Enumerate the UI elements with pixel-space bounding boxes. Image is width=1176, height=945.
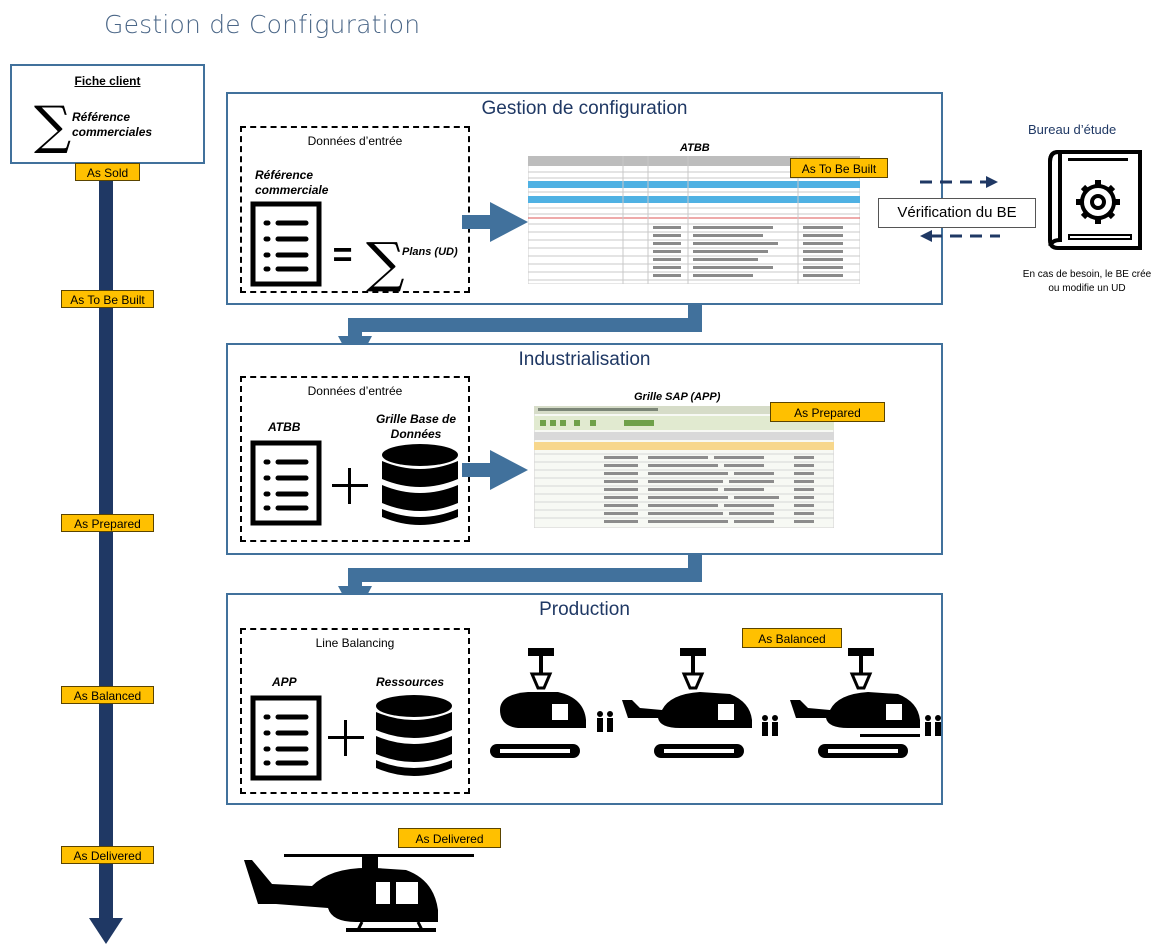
bureau-note: En cas de besoin, le BE crée ou modifie … — [998, 268, 1176, 296]
section-industrialisation-title: Industrialisation — [518, 349, 651, 370]
document-list-icon — [250, 695, 322, 781]
sap-grid-screenshot — [534, 406, 834, 528]
tag-as-delivered: As Delivered — [61, 846, 154, 864]
fiche-ref-line1: Référence — [72, 110, 131, 124]
grille-line1: Grille Base de — [375, 412, 457, 426]
section-production-title: Production — [539, 599, 630, 620]
grille-base-label: Grille Base de Données — [360, 412, 472, 442]
fiche-ref-line2: commerciales — [72, 125, 153, 139]
production-inputs-title: Line Balancing — [315, 636, 395, 650]
industrialisation-inputs-title: Données d’entrée — [307, 384, 403, 398]
verification-be-box: Vérification du BE — [878, 198, 1036, 228]
section-gestion-title: Gestion de configuration — [481, 98, 688, 119]
bureau-note-line2: ou modifie un UD — [1048, 283, 1126, 294]
tag-delivered: As Delivered — [398, 828, 501, 848]
production-inputs-box: Line Balancing — [240, 628, 470, 794]
fiche-client-reference: Référence commerciales — [72, 110, 152, 140]
database-icon — [376, 695, 452, 776]
helicopter-delivered-icon — [244, 854, 474, 932]
plans-ud-label: Plans (UD) — [402, 246, 458, 258]
bureau-etude-title: Bureau d’étude — [1028, 122, 1117, 137]
blueprint-gear-icon — [1048, 150, 1142, 250]
tag-sap-as-prepared: As Prepared — [770, 402, 885, 422]
arrow-to-atbb — [462, 202, 528, 242]
tag-as-prepared: As Prepared — [61, 514, 154, 532]
page-title: Gestion de Configuration — [104, 10, 421, 39]
production-ressources-label: Ressources — [376, 675, 445, 689]
tag-atbb-as-to-be-built: As To Be Built — [790, 158, 888, 178]
fiche-client-box: Fiche client ∑ Référence commerciales — [10, 64, 205, 164]
grille-sap-label: Grille SAP (APP) — [634, 391, 721, 403]
arrow-to-sap — [462, 450, 528, 490]
plus-icon — [328, 720, 364, 756]
database-icon — [382, 444, 458, 525]
verification-arrows — [920, 176, 1000, 242]
gestion-inputs-title: Données d’entrée — [307, 134, 403, 148]
gestion-ref-line1: Référence — [255, 168, 314, 182]
fiche-client-title: Fiche client — [74, 74, 141, 88]
gestion-ref-label: Référence commerciale — [255, 168, 328, 198]
production-app-label: APP — [272, 675, 297, 689]
gestion-inputs-box: Données d’entrée — [240, 126, 470, 293]
tag-as-to-be-built: As To Be Built — [61, 290, 154, 308]
sigma-icon: ∑ — [366, 231, 405, 294]
document-list-icon — [250, 201, 322, 287]
industrialisation-inputs-box: Données d’entrée — [240, 376, 470, 542]
helicopter-station-2-icon — [622, 648, 778, 758]
tag-production-as-balanced: As Balanced — [742, 628, 842, 648]
document-list-icon — [250, 440, 322, 526]
helicopter-station-1-icon — [490, 648, 613, 758]
grille-line2: Données — [390, 427, 442, 441]
industrialisation-atbb-label: ATBB — [268, 420, 301, 434]
tag-as-balanced: As Balanced — [61, 686, 154, 704]
gestion-ref-line2: commerciale — [255, 183, 329, 197]
tag-as-sold: As Sold — [75, 163, 140, 181]
atbb-label: ATBB — [680, 142, 710, 154]
timeline-arrow — [89, 160, 123, 944]
helicopter-station-3-icon — [790, 648, 941, 758]
plus-icon — [332, 468, 368, 504]
bureau-note-line1: En cas de besoin, le BE crée — [1022, 269, 1152, 280]
sigma-icon: ∑ — [34, 96, 72, 156]
equals-sign: = — [332, 236, 352, 274]
